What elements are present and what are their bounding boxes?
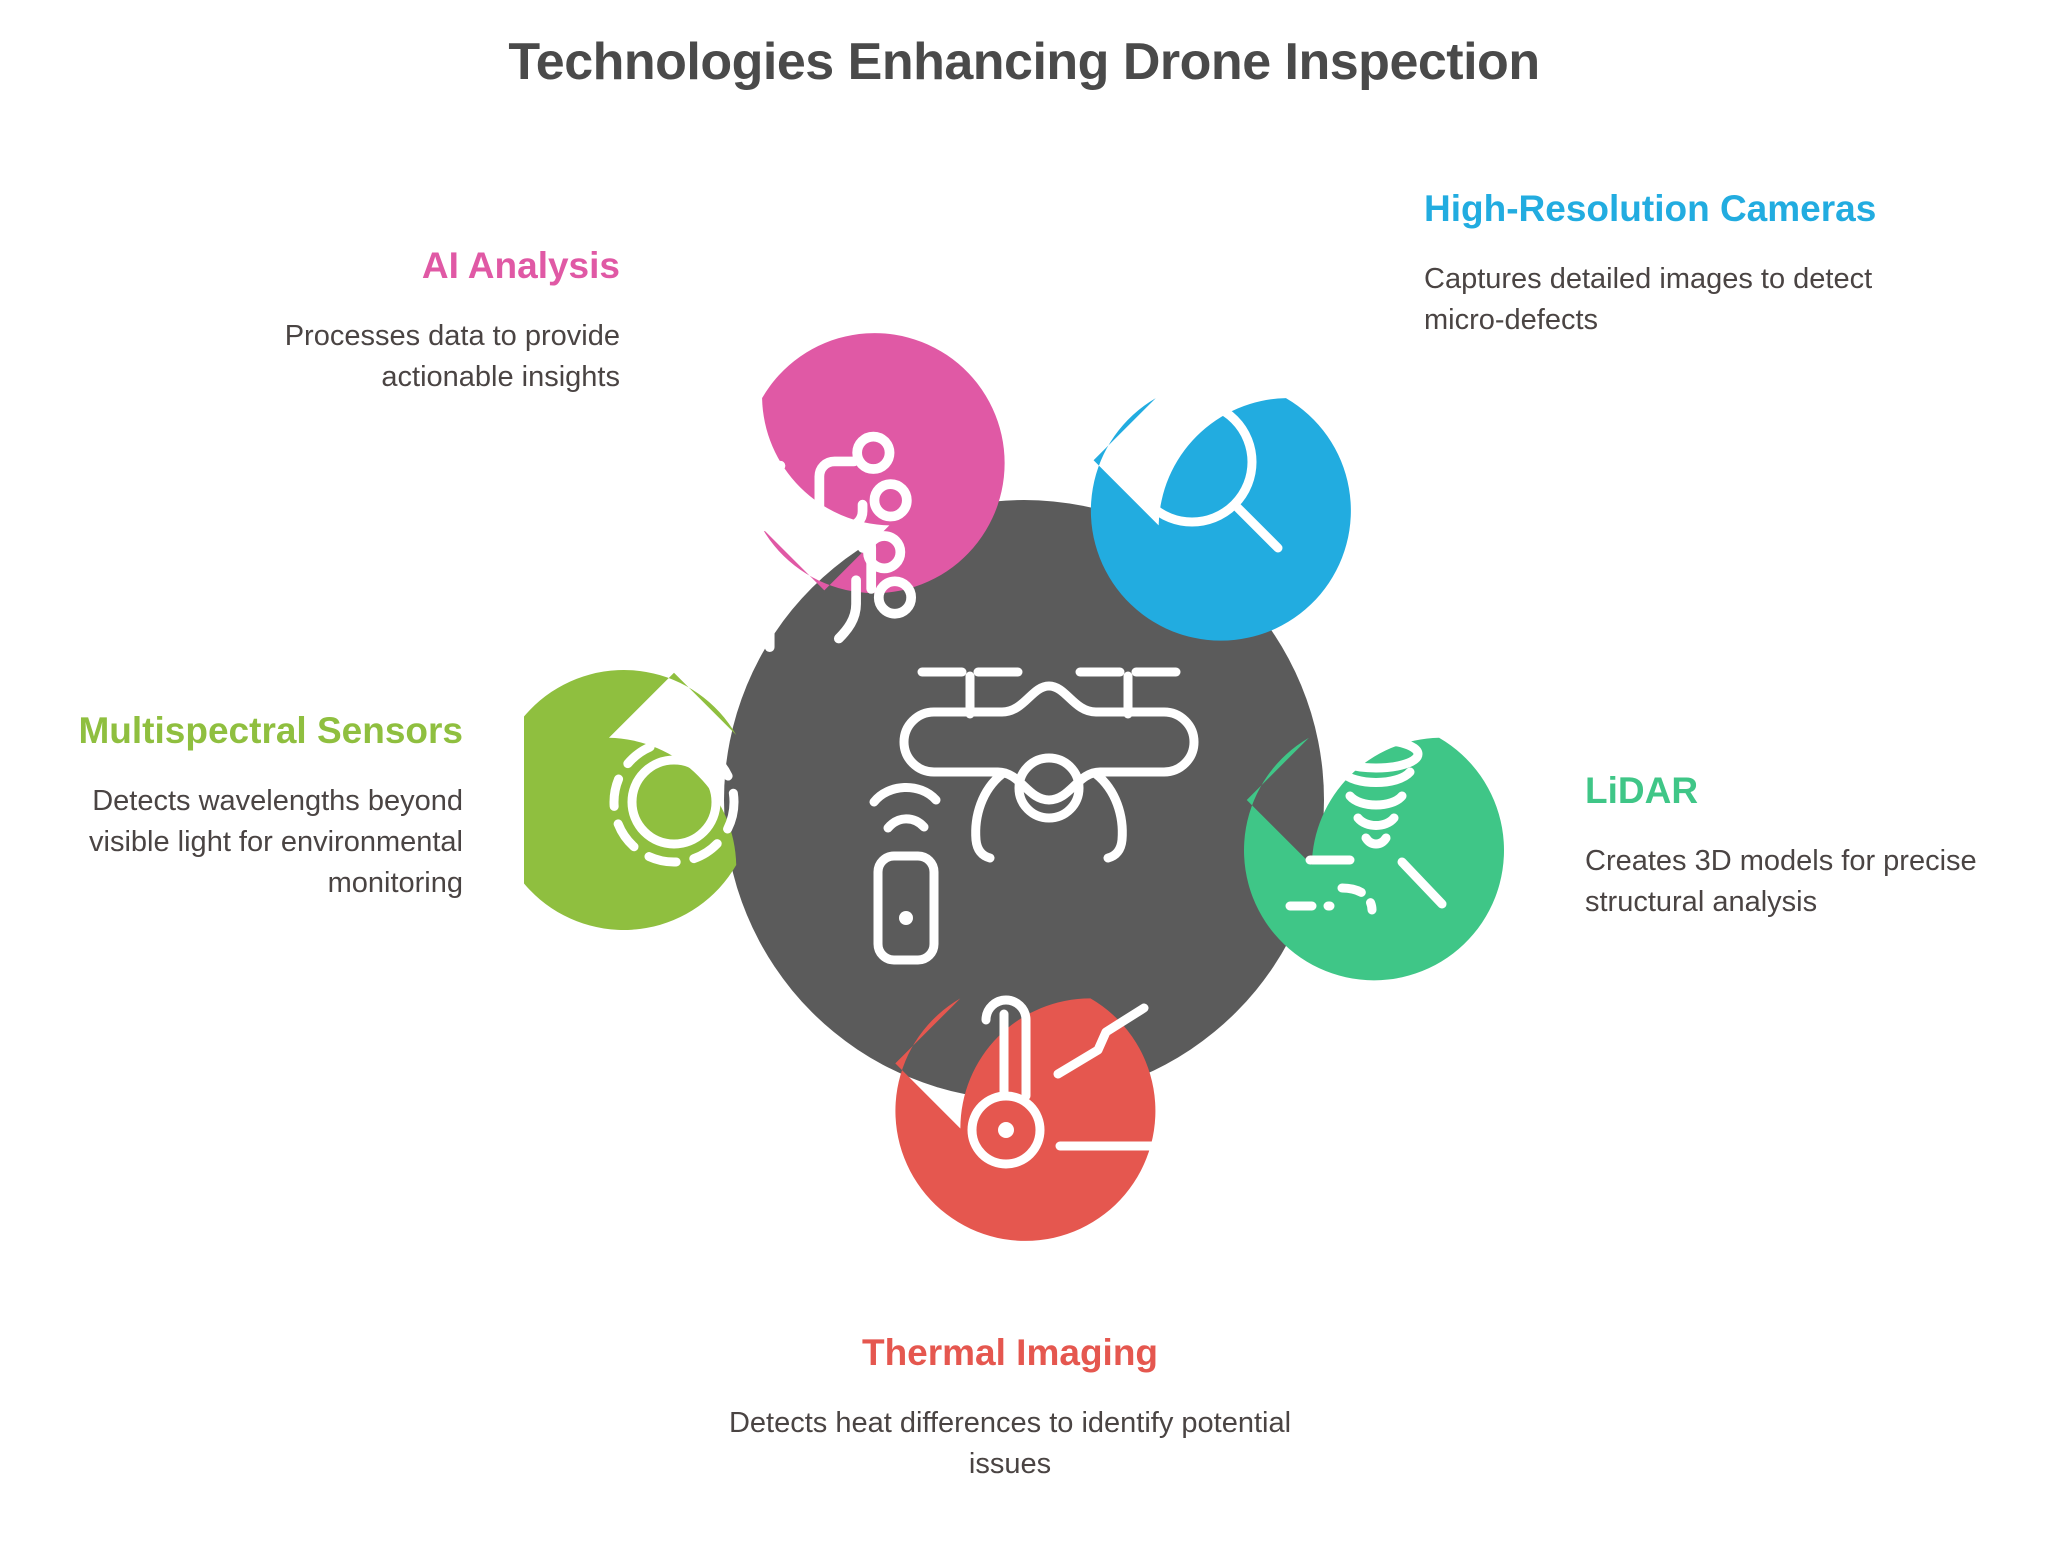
node-description-ai-analysis: Processes data to provide actionable ins…	[284, 319, 620, 394]
node-heading-ai-analysis: AI Analysis	[421, 245, 620, 286]
page-title: Technologies Enhancing Drone Inspection	[508, 33, 1540, 91]
node-bubble-ai-analysis[interactable]	[691, 300, 1059, 653]
ai-head-circuit-icon	[716, 431, 917, 653]
node-label-thermal-imaging: Thermal Imaging Detects heat differences…	[710, 1330, 1310, 1485]
node-heading-high-resolution-cameras: High-Resolution Cameras	[1424, 188, 1877, 229]
node-bubble-thermal-imaging[interactable]	[842, 927, 1210, 1295]
node-description-multispectral-sensors: Detects wavelengths beyond visible light…	[89, 784, 463, 900]
node-heading-multispectral-sensors: Multispectral Sensors	[78, 710, 463, 751]
node-bubble-lidar[interactable]	[1190, 666, 1524, 1034]
center-wheel	[524, 300, 1524, 1300]
node-label-multispectral-sensors: Multispectral Sensors Detects wavelength…	[28, 708, 463, 905]
node-description-high-resolution-cameras: Captures detailed images to detect micro…	[1424, 262, 1873, 337]
node-heading-thermal-imaging: Thermal Imaging	[861, 1332, 1159, 1373]
node-label-high-resolution-cameras: High-Resolution Cameras Captures detaile…	[1424, 186, 1894, 341]
node-bubble-high-resolution-cameras[interactable]	[1037, 327, 1405, 695]
magnifying-glass-icon	[1127, 397, 1283, 553]
node-label-ai-analysis: AI Analysis Processes data to provide ac…	[150, 243, 620, 398]
concentric-circle-sensor-icon	[609, 737, 739, 867]
node-description-lidar: Creates 3D models for precise structural…	[1585, 844, 1977, 919]
drone-with-remote-control-icon	[869, 667, 1199, 965]
node-label-lidar: LiDAR Creates 3D models for precise stru…	[1585, 768, 2015, 923]
thermometer-trend-icon	[967, 995, 1167, 1169]
lidar-scan-cone-icon	[1285, 735, 1447, 915]
node-heading-lidar: LiDAR	[1585, 770, 1699, 811]
node-description-thermal-imaging: Detects heat differences to identify pot…	[728, 1406, 1292, 1481]
node-bubble-multispectral-sensors[interactable]	[524, 616, 808, 984]
